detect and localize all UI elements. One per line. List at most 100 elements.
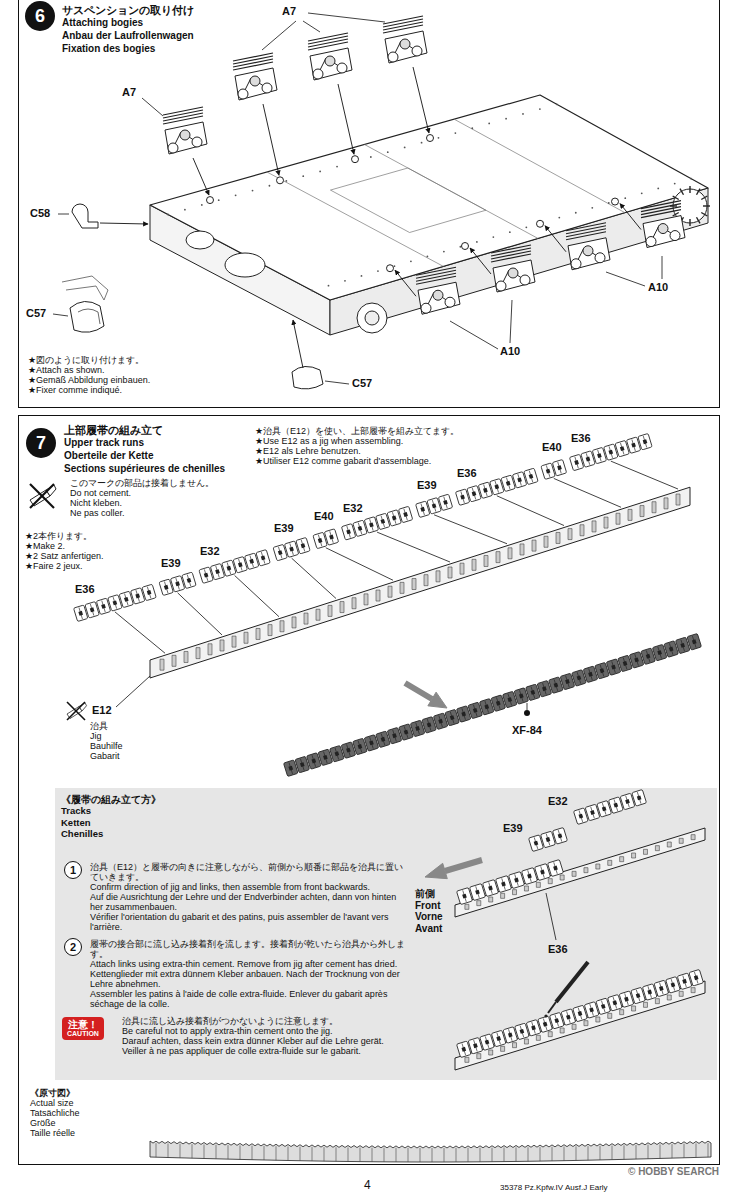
bogie-hub xyxy=(595,253,605,263)
leader-line xyxy=(262,21,296,50)
track-link xyxy=(182,572,196,589)
bogie-body xyxy=(235,68,277,100)
link-cleat xyxy=(681,640,685,651)
link-joint xyxy=(660,1144,661,1158)
part-number: E40 xyxy=(314,510,334,522)
leaf-spring xyxy=(383,16,423,24)
jig-slot xyxy=(524,1039,528,1044)
part-number: E36 xyxy=(457,467,477,479)
cover-part-detail xyxy=(78,309,100,324)
instruction-heading: Ketten xyxy=(61,817,161,828)
link-cleat xyxy=(427,719,431,730)
sprocket-tooth xyxy=(689,219,690,226)
guide-horn xyxy=(527,874,532,879)
direction-label: 前側 xyxy=(415,888,443,900)
link-cleat xyxy=(485,701,489,712)
step-heading: 上部履帯の組み立て xyxy=(64,423,225,437)
guide-horn xyxy=(671,982,676,987)
leaf-spring xyxy=(163,107,203,115)
link-cleat xyxy=(489,882,493,893)
rivet xyxy=(387,151,389,153)
part-number: C58 xyxy=(30,207,50,219)
jig-slot xyxy=(220,640,224,651)
mount-hole xyxy=(537,220,544,227)
guide-horn xyxy=(647,990,652,995)
leader-line xyxy=(58,214,69,215)
rivet xyxy=(509,231,511,233)
jig-slot xyxy=(477,901,481,906)
link-cleat xyxy=(590,1004,594,1015)
jig-slot xyxy=(172,655,176,666)
brush-tip xyxy=(548,1002,556,1013)
jig-slot xyxy=(655,846,659,851)
jig-slot xyxy=(632,1006,636,1011)
link-cleat xyxy=(472,488,475,499)
jig-slot xyxy=(208,644,212,655)
link-joint xyxy=(576,1146,577,1160)
footer-text: 35378 Pz.Kpfw.IV Ausf.J Early xyxy=(500,1183,608,1192)
text-group: 治具JigBauhilfeGabarit xyxy=(90,721,123,761)
guide-horn xyxy=(460,495,465,500)
jig-body xyxy=(150,487,690,678)
rivet xyxy=(608,202,610,204)
instruction-text: 履帯の接合部に流し込み接着剤を流します。接着剤が乾いたら治具から外します。 xyxy=(90,939,408,959)
leader-arrow xyxy=(193,158,209,195)
jig-slot xyxy=(304,613,308,624)
guide-horn xyxy=(346,748,351,753)
link-shoe xyxy=(548,860,564,877)
caution-text: 注意！ xyxy=(67,1019,99,1030)
link-joint xyxy=(480,1148,481,1162)
track-link xyxy=(689,969,704,986)
link-cleat xyxy=(147,587,150,598)
link-cleat xyxy=(358,741,362,752)
link-cleat xyxy=(591,807,595,818)
rivet xyxy=(167,214,169,216)
tracks-illustration-group xyxy=(425,790,705,1070)
guide-horn xyxy=(483,488,488,493)
link-cleat xyxy=(347,526,350,537)
link-cleat xyxy=(637,792,641,803)
jig-slot xyxy=(691,988,695,993)
guide-horn xyxy=(531,1025,536,1030)
note-text: Bauhilfe xyxy=(90,741,123,751)
link-cleat xyxy=(532,1022,536,1033)
guide-horn xyxy=(187,578,192,583)
link-cleat xyxy=(506,478,509,489)
jig-slot xyxy=(513,1043,517,1048)
no-cement-icon xyxy=(67,702,87,720)
bogie-part xyxy=(308,33,352,80)
jig-slot xyxy=(620,857,624,862)
bogie-mount xyxy=(658,224,668,234)
jig-body xyxy=(455,981,705,1070)
bogie-part xyxy=(383,16,427,63)
link-joint xyxy=(708,1143,709,1157)
direction-label: Avant xyxy=(415,923,443,935)
link-cleat xyxy=(187,575,190,586)
note-text: Ne pas coller. xyxy=(70,508,214,518)
jig-slot xyxy=(572,871,576,876)
jig-slot xyxy=(560,1028,564,1033)
jig-slot xyxy=(513,890,517,895)
link-cleat xyxy=(497,1033,501,1044)
note-text: ★2本作ります。 xyxy=(25,531,104,541)
direction-arrowhead xyxy=(428,692,447,708)
step6-illustration xyxy=(53,13,710,389)
guide-horn xyxy=(514,878,519,883)
rivet xyxy=(476,241,478,243)
leader-line xyxy=(303,21,320,32)
bogie-body xyxy=(418,282,460,314)
guide-horn xyxy=(659,986,664,991)
link-cleat xyxy=(543,1019,547,1030)
jig-slot xyxy=(412,579,416,590)
jig-slot xyxy=(489,897,493,902)
guide-horn xyxy=(450,715,455,720)
bogie-hub xyxy=(168,143,178,153)
guide-horn xyxy=(300,762,305,767)
step-number: 6 xyxy=(25,1,55,31)
part-number: A10 xyxy=(500,345,520,357)
sprocket-tooth xyxy=(697,189,701,195)
guide-horn xyxy=(588,672,593,677)
leaf-spring xyxy=(308,33,348,41)
bogie-mount xyxy=(508,268,518,278)
link-joint xyxy=(216,1145,217,1159)
